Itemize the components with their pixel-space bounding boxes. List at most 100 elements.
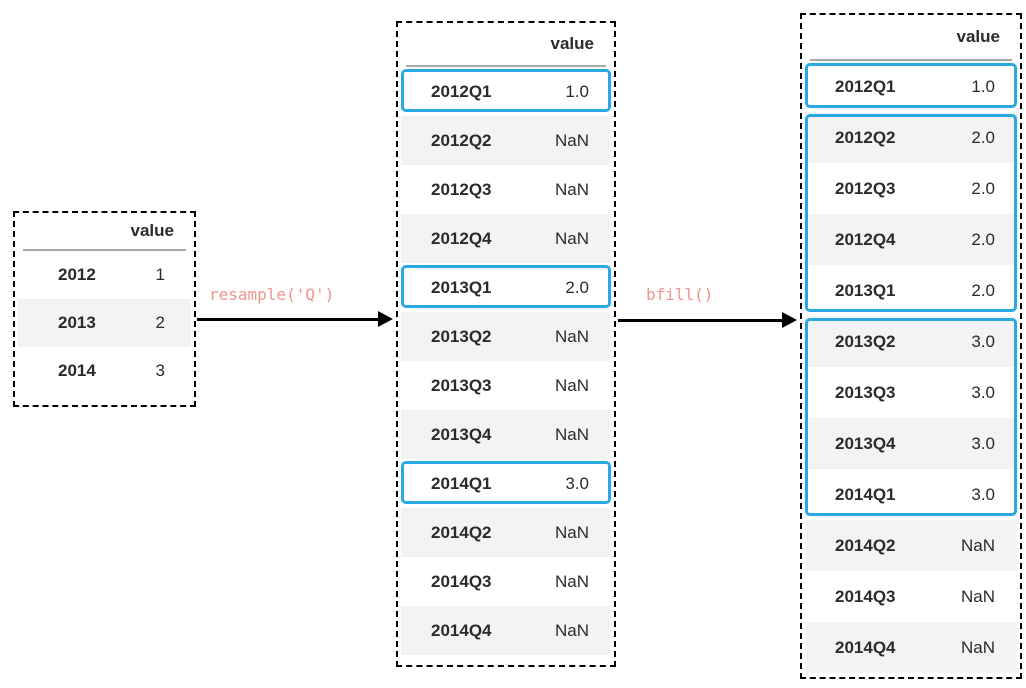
row-value: NaN: [554, 620, 589, 640]
row-value: 1.0: [565, 81, 589, 101]
row-index: 2013Q3: [835, 382, 896, 402]
row-index: 2012Q4: [431, 228, 492, 248]
row-index: 2014Q4: [835, 637, 896, 657]
row-index: 2014Q4: [431, 620, 492, 640]
table-row: 2014Q3 NaN: [805, 571, 1017, 622]
row-index: 2013Q3: [431, 375, 492, 395]
table-header-label: value: [130, 221, 174, 240]
row-value: 2.0: [971, 127, 995, 147]
bfill-code-label: bfill(): [646, 285, 714, 304]
table-row: 2012Q4 2.0: [805, 214, 1017, 265]
row-index: 2014Q1: [431, 473, 492, 493]
header-divider: [23, 249, 186, 251]
resample-code-label: resample('Q'): [209, 285, 335, 304]
table-row: 2014Q4 NaN: [805, 622, 1017, 673]
row-value: 3.0: [971, 484, 995, 504]
table-row: 2012Q1 1.0: [401, 67, 611, 116]
table-header: value: [398, 23, 614, 65]
row-index: 2012Q1: [431, 81, 492, 101]
table-row: 2013Q3 NaN: [401, 361, 611, 410]
row-index: 2012Q2: [835, 127, 896, 147]
table-row: 2012Q2 2.0: [805, 112, 1017, 163]
row-index: 2012Q3: [431, 179, 492, 199]
row-value: NaN: [554, 571, 589, 591]
row-value: NaN: [960, 535, 995, 555]
table-header: value: [15, 213, 194, 249]
table-rows: 2012 1 2013 2 2014 3: [18, 251, 191, 395]
table-row: 2013Q4 NaN: [401, 410, 611, 459]
table-row: 2014Q4 NaN: [401, 606, 611, 655]
table-header-label: value: [956, 27, 1000, 46]
row-value: NaN: [554, 179, 589, 199]
table-row: 2013Q1 2.0: [805, 265, 1017, 316]
row-value: NaN: [960, 637, 995, 657]
row-index: 2014Q2: [835, 535, 896, 555]
table-row: 2012 1: [18, 251, 191, 299]
row-index: 2013: [58, 313, 96, 332]
row-value: 2.0: [565, 277, 589, 297]
row-index: 2014Q2: [431, 522, 492, 542]
row-value: NaN: [554, 130, 589, 150]
row-index: 2013Q1: [431, 277, 492, 297]
row-value: NaN: [554, 522, 589, 542]
arrow-head-icon: [378, 311, 393, 328]
row-index: 2014Q1: [835, 484, 896, 504]
table-row: 2013 2: [18, 299, 191, 347]
table-row: 2014Q2 NaN: [805, 520, 1017, 571]
row-index: 2012Q2: [431, 130, 492, 150]
row-index: 2013Q2: [835, 331, 896, 351]
arrow-head-icon: [782, 312, 797, 329]
row-value: 3.0: [971, 433, 995, 453]
row-index: 2013Q4: [835, 433, 896, 453]
row-index: 2014Q3: [835, 586, 896, 606]
row-index: 2013Q2: [431, 326, 492, 346]
row-value: 1.0: [971, 76, 995, 96]
table-row: 2014Q3 NaN: [401, 557, 611, 606]
table-row: 2014Q2 NaN: [401, 508, 611, 557]
row-value: NaN: [554, 228, 589, 248]
row-value: 2.0: [971, 229, 995, 249]
table-header-label: value: [550, 34, 594, 53]
row-value: NaN: [554, 375, 589, 395]
table-row: 2012Q1 1.0: [805, 61, 1017, 112]
row-value: NaN: [554, 424, 589, 444]
table-row: 2013Q4 3.0: [805, 418, 1017, 469]
table-row: 2012Q3 NaN: [401, 165, 611, 214]
table-row: 2014Q1 3.0: [401, 459, 611, 508]
row-value: NaN: [554, 326, 589, 346]
row-value: 2.0: [971, 280, 995, 300]
row-index: 2012: [58, 265, 96, 284]
table-row: 2012Q4 NaN: [401, 214, 611, 263]
table-header: value: [802, 15, 1020, 59]
row-index: 2012Q4: [835, 229, 896, 249]
row-index: 2014Q3: [431, 571, 492, 591]
row-index: 2013Q4: [431, 424, 492, 444]
row-value: 1: [155, 265, 165, 284]
row-index: 2013Q1: [835, 280, 896, 300]
table-row: 2014Q1 3.0: [805, 469, 1017, 520]
table-original-annual: value 2012 1 2013 2 2014 3: [13, 211, 196, 407]
arrow-shaft: [618, 319, 783, 322]
table-row: 2012Q2 NaN: [401, 116, 611, 165]
row-index: 2014: [58, 361, 96, 380]
row-index: 2012Q3: [835, 178, 896, 198]
row-value: 2.0: [971, 178, 995, 198]
arrow-shaft: [197, 318, 379, 321]
header-divider: [406, 65, 606, 67]
row-value: 3.0: [565, 473, 589, 493]
table-row: 2013Q1 2.0: [401, 263, 611, 312]
row-value: 3: [155, 361, 165, 380]
table-row: 2013Q2 NaN: [401, 312, 611, 361]
row-index: 2012Q1: [835, 76, 896, 96]
table-row: 2012Q3 2.0: [805, 163, 1017, 214]
header-divider: [810, 59, 1012, 61]
row-value: NaN: [960, 586, 995, 606]
row-value: 2: [155, 313, 165, 332]
